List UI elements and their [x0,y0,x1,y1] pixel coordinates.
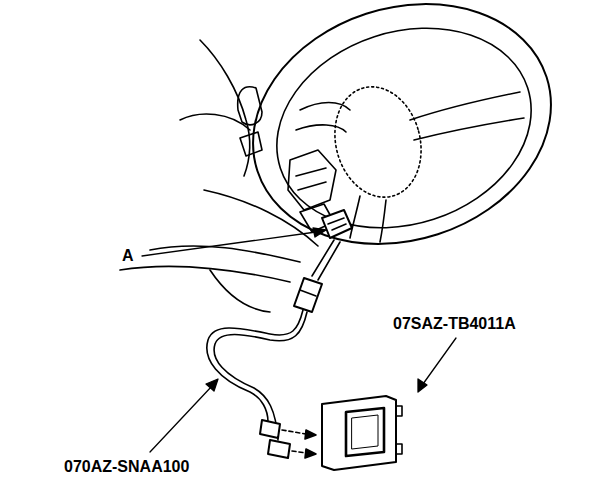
steering-column [288,150,352,238]
column-cover [288,150,336,210]
connector-detail [328,218,346,230]
harness-plug [294,278,322,312]
dash-line [120,266,290,282]
leader-arrowhead [313,228,326,237]
leader-line [423,338,456,384]
airbag-outline [323,77,433,207]
tester-box [322,396,402,470]
insert-arrow [292,451,306,453]
spoke [350,196,360,238]
lead-plug [260,420,280,438]
steering-wheel [222,0,583,281]
tester-screen [346,408,384,456]
insert-arrow [282,430,306,434]
harness [207,240,340,458]
insert-arrowhead [305,449,316,458]
cable-loop [214,312,307,440]
wheel-rim-inner [251,0,558,259]
part-number: 07SAZ-TB4011A [393,314,516,333]
leader-arrowhead [206,379,218,391]
tester-tab [396,406,402,454]
tester-screen-inner [352,415,378,449]
column-detail [296,168,326,190]
callout-letter: A [122,246,134,265]
dash-line [200,40,250,176]
spoke [410,92,520,120]
dash-line [150,246,300,262]
part-number: 070AZ-SNAA100 [64,457,189,476]
leader-arrowhead [418,379,427,392]
plug-detail [300,290,316,296]
spoke [414,118,524,140]
leaders [142,228,456,452]
leader-line [150,386,212,452]
wheel-rim-outer [222,0,583,281]
lever [238,87,262,125]
dash-line [210,270,270,312]
tester-body [322,396,396,470]
lever-tip [240,132,262,156]
spoke [300,103,350,111]
spoke [296,125,346,132]
cable [312,240,340,280]
connector-a [322,210,352,238]
leader-line [142,232,316,256]
lead-plug [268,440,290,458]
dash-line [204,190,318,246]
spoke [380,200,386,242]
insert-arrowhead [305,430,316,439]
